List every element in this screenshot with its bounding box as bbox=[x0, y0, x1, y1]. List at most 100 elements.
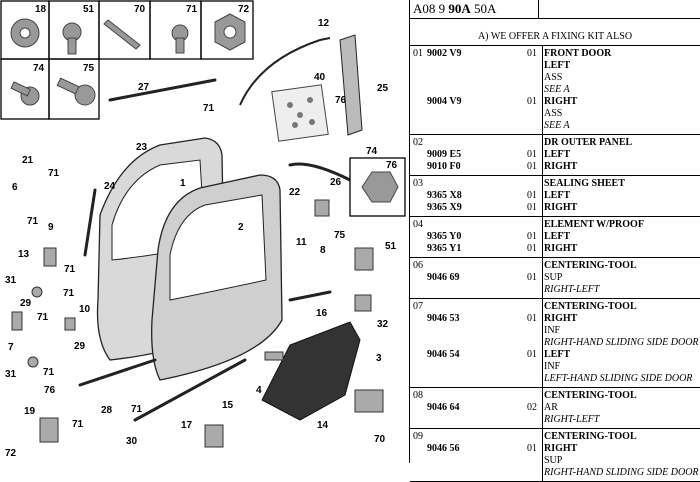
svg-text:18: 18 bbox=[35, 4, 47, 15]
svg-text:13: 13 bbox=[18, 249, 30, 260]
svg-text:3: 3 bbox=[376, 353, 382, 364]
description: RIGHT bbox=[544, 443, 578, 454]
svg-text:71: 71 bbox=[43, 367, 55, 378]
svg-text:22: 22 bbox=[289, 187, 301, 198]
column-divider bbox=[542, 176, 543, 216]
svg-text:21: 21 bbox=[22, 155, 34, 166]
description: CENTERING-TOOL bbox=[544, 301, 637, 312]
column-divider bbox=[542, 299, 543, 387]
description: RIGHT bbox=[544, 96, 578, 107]
row-number: 08 bbox=[413, 390, 423, 401]
svg-text:76: 76 bbox=[335, 95, 347, 106]
description: INF bbox=[544, 361, 561, 372]
description: DR OUTER PANEL bbox=[544, 137, 633, 148]
svg-text:71: 71 bbox=[37, 312, 49, 323]
svg-text:71: 71 bbox=[72, 419, 84, 430]
quantity: 01 bbox=[527, 349, 537, 360]
svg-text:27: 27 bbox=[138, 82, 150, 93]
svg-text:16: 16 bbox=[316, 308, 328, 319]
description: LEFT bbox=[544, 149, 571, 160]
svg-text:15: 15 bbox=[222, 400, 234, 411]
header-divider bbox=[538, 0, 539, 18]
row-number: 02 bbox=[413, 137, 423, 148]
description: LEFT bbox=[544, 190, 571, 201]
description: SEALING SHEET bbox=[544, 178, 625, 189]
row-number: 06 bbox=[413, 260, 423, 271]
description: RIGHT bbox=[544, 202, 578, 213]
quantity: 01 bbox=[527, 161, 537, 172]
svg-text:71: 71 bbox=[64, 264, 76, 275]
svg-text:72: 72 bbox=[5, 448, 17, 459]
svg-text:30: 30 bbox=[126, 436, 138, 447]
svg-text:9: 9 bbox=[48, 222, 54, 233]
svg-text:29: 29 bbox=[74, 341, 86, 352]
part-number: 9010 F0 bbox=[427, 161, 461, 172]
svg-text:10: 10 bbox=[79, 304, 91, 315]
svg-text:8: 8 bbox=[320, 245, 326, 256]
description: ELEMENT W/PROOF bbox=[544, 219, 644, 230]
column-divider bbox=[542, 46, 543, 134]
quantity: 01 bbox=[527, 96, 537, 107]
description: SEE A bbox=[544, 84, 570, 95]
svg-text:26: 26 bbox=[330, 177, 342, 188]
svg-text:28: 28 bbox=[101, 405, 113, 416]
svg-text:71: 71 bbox=[27, 216, 39, 227]
svg-text:12: 12 bbox=[318, 18, 330, 29]
ref-bold: 90A bbox=[448, 1, 471, 16]
quantity: 01 bbox=[527, 231, 537, 242]
part-number: 9046 69 bbox=[427, 272, 460, 283]
column-divider bbox=[542, 429, 543, 481]
quantity: 02 bbox=[527, 402, 537, 413]
description: RIGHT bbox=[544, 313, 578, 324]
description: AR bbox=[544, 402, 558, 413]
column-divider bbox=[542, 217, 543, 257]
description: LEFT bbox=[544, 349, 571, 360]
svg-text:72: 72 bbox=[238, 4, 250, 15]
ref-prefix: A08 9 bbox=[413, 1, 449, 16]
svg-text:4: 4 bbox=[256, 385, 262, 396]
description: SEE A bbox=[544, 120, 570, 131]
svg-text:32: 32 bbox=[377, 319, 389, 330]
svg-text:51: 51 bbox=[385, 241, 397, 252]
description: SUP bbox=[544, 272, 563, 283]
part-number: 9365 Y0 bbox=[427, 231, 462, 242]
svg-text:74: 74 bbox=[366, 146, 378, 157]
fixing-kit-note: A) WE OFFER A FIXING KIT ALSO bbox=[410, 18, 700, 46]
description: RIGHT-LEFT bbox=[544, 284, 600, 295]
svg-text:1: 1 bbox=[180, 178, 186, 189]
description: RIGHT bbox=[544, 243, 578, 254]
svg-text:74: 74 bbox=[33, 63, 45, 74]
row-number: 01 bbox=[413, 48, 423, 59]
part-number: 9365 X9 bbox=[427, 202, 462, 213]
svg-text:31: 31 bbox=[5, 275, 17, 286]
svg-text:40: 40 bbox=[314, 72, 326, 83]
svg-text:71: 71 bbox=[63, 288, 75, 299]
part-number: 9046 64 bbox=[427, 402, 460, 413]
svg-text:17: 17 bbox=[181, 420, 193, 431]
quantity: 01 bbox=[527, 313, 537, 324]
column-divider bbox=[542, 258, 543, 298]
quantity: 01 bbox=[527, 202, 537, 213]
part-number: 9046 53 bbox=[427, 313, 460, 324]
parts-catalog-table: A08 9 90A 50A A) WE OFFER A FIXING KIT A… bbox=[409, 0, 700, 482]
catalog-header: A08 9 90A 50A bbox=[410, 0, 700, 19]
part-number: 9365 X8 bbox=[427, 190, 462, 201]
svg-text:70: 70 bbox=[134, 4, 146, 15]
part-number: 9046 54 bbox=[427, 349, 460, 360]
svg-text:71: 71 bbox=[186, 4, 198, 15]
svg-text:75: 75 bbox=[334, 230, 346, 241]
svg-text:71: 71 bbox=[203, 103, 215, 114]
svg-text:51: 51 bbox=[83, 4, 95, 15]
description: CENTERING-TOOL bbox=[544, 431, 637, 442]
svg-text:25: 25 bbox=[377, 83, 389, 94]
